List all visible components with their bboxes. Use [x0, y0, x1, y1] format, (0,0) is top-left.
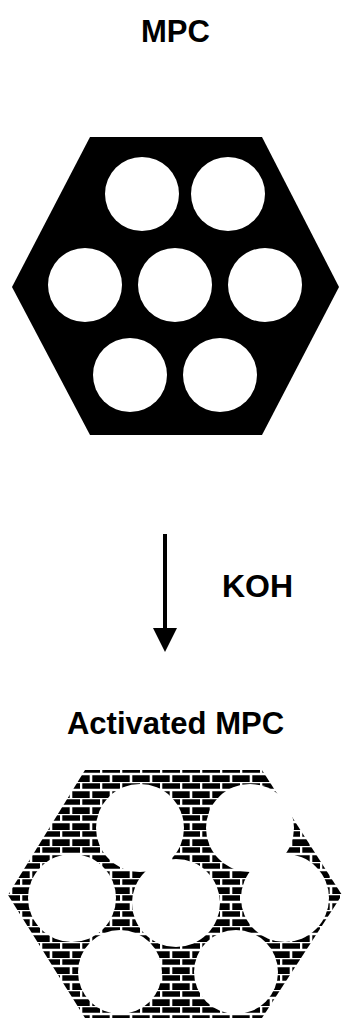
reaction-arrow	[163, 534, 167, 632]
material-label: Activated MPC	[0, 660, 351, 742]
reagent-label: KOH	[222, 568, 293, 605]
activated-carbon-hexagon	[0, 766, 351, 1025]
carbon-node: Activated MPC	[0, 660, 351, 1025]
mesoporous-carbon-hexagon	[0, 132, 351, 442]
material-label: MPC	[0, 0, 351, 50]
carbon-node: MPC	[0, 0, 351, 530]
